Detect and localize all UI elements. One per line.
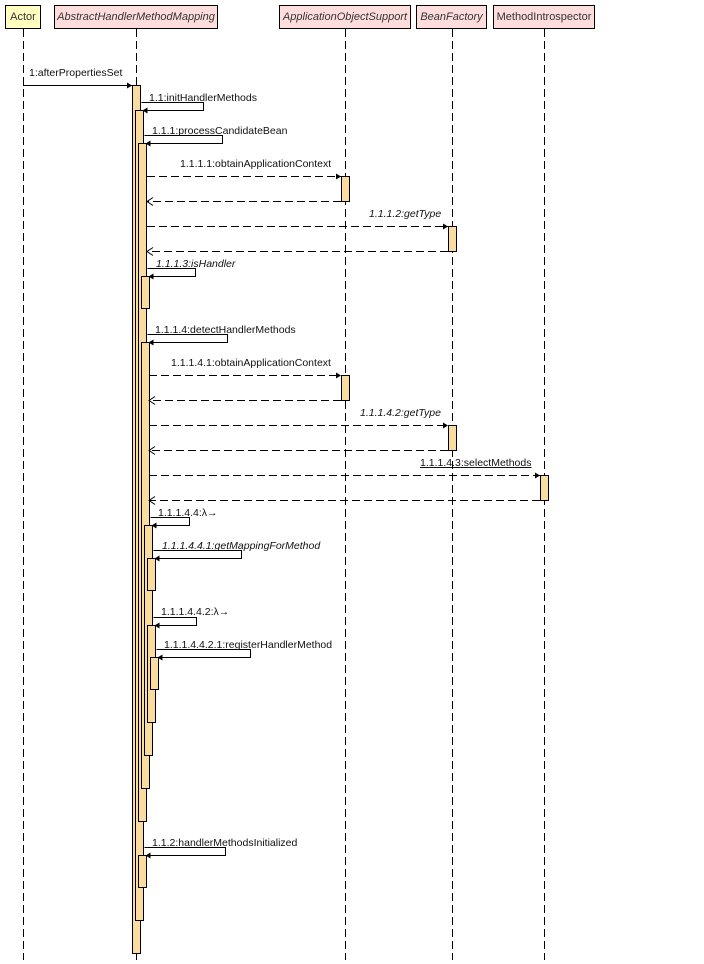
- message-label[interactable]: 1.1.1.4.4:λ→: [158, 507, 218, 519]
- message-label[interactable]: 1.1.1:processCandidateBean: [152, 125, 288, 137]
- lifeline-head-actor[interactable]: Actor: [5, 5, 41, 29]
- message-label[interactable]: 1.1.1.4.3:selectMethods: [420, 457, 532, 469]
- lifeline-head-applicationobjectsupport[interactable]: ApplicationObjectSupport: [279, 5, 411, 29]
- message-label[interactable]: 1.1:initHandlerMethods: [149, 92, 257, 104]
- message-label[interactable]: 1.1.1.4:detectHandlerMethods: [155, 324, 296, 336]
- message-label[interactable]: 1.1.1.4.2:getType: [360, 407, 441, 419]
- message-label[interactable]: 1.1.1.2:getType: [369, 208, 442, 220]
- message-label[interactable]: 1.1.1.4.4.2:λ→: [161, 606, 230, 618]
- message-label[interactable]: 1.1.1.4.4.2.1:registerHandlerMethod: [164, 639, 333, 651]
- activation-bar: [448, 226, 457, 252]
- activation-bar: [141, 276, 150, 309]
- message-label[interactable]: 1.1.1.4.4.1:getMappingForMethod: [162, 540, 321, 552]
- activation-bar: [540, 475, 549, 501]
- message-label[interactable]: 1.1.1.1:obtainApplicationContext: [180, 158, 332, 170]
- lifeline-head-abstracthandlermethodmapping[interactable]: AbstractHandlerMethodMapping: [54, 5, 218, 29]
- message-label[interactable]: 1:afterPropertiesSet: [29, 67, 123, 79]
- lifeline-head-methodintrospector[interactable]: MethodIntrospector: [493, 5, 595, 29]
- activation-bar: [147, 558, 156, 591]
- activation-bar: [150, 657, 159, 690]
- activation-bar: [341, 176, 350, 202]
- message-label[interactable]: 1.1.1.3:isHandler: [156, 258, 236, 270]
- activation-bar: [448, 425, 457, 451]
- message-label[interactable]: 1.1.2:handlerMethodsInitialized: [152, 837, 298, 849]
- activation-bar: [341, 375, 350, 401]
- lifeline-head-beanfactory[interactable]: BeanFactory: [416, 5, 487, 29]
- message-label[interactable]: 1.1.1.4.1:obtainApplicationContext: [171, 357, 331, 369]
- activation-bar: [138, 855, 147, 888]
